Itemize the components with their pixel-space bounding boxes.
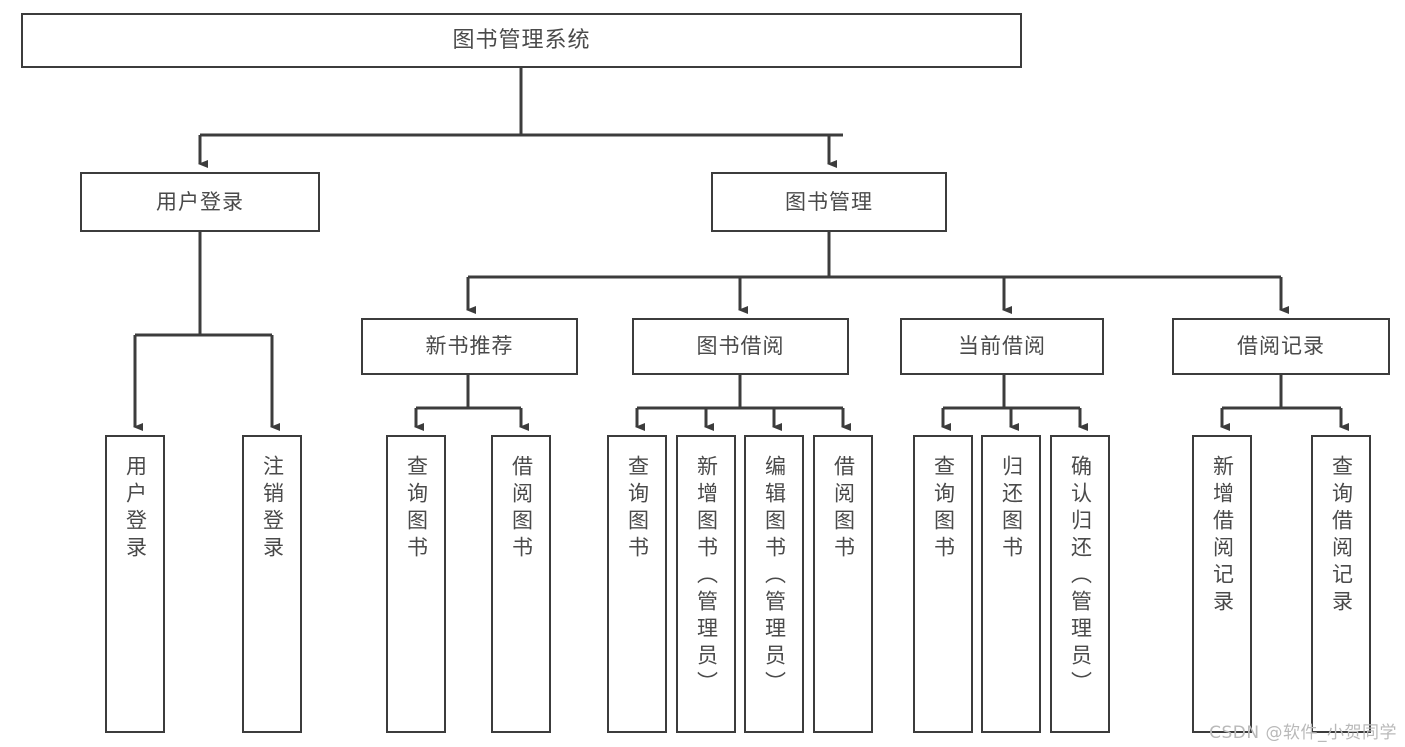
leaf-current-confirm-return-admin[interactable]: 确认归还（管理员） [1050,435,1110,733]
node-label: 确认归还（管理员） [1068,455,1093,698]
node-label: 查询图书 [625,455,650,563]
node-label: 查询图书 [931,455,956,563]
node-label: 借阅图书 [831,455,856,563]
node-book-borrow[interactable]: 图书借阅 [632,318,849,375]
node-label: 图书管理系统 [452,27,591,53]
node-label: 新增借阅记录 [1210,455,1235,617]
node-root-book-management-system[interactable]: 图书管理系统 [21,13,1022,68]
leaf-borrow-add-book-admin[interactable]: 新增图书（管理员） [676,435,736,733]
leaf-record-query-borrow-record[interactable]: 查询借阅记录 [1311,435,1371,733]
leaf-borrow-query-book[interactable]: 查询图书 [607,435,667,733]
node-label: 当前借阅 [958,334,1046,359]
node-book-management[interactable]: 图书管理 [711,172,947,232]
node-label: 编辑图书（管理员） [762,455,787,698]
node-current-borrow[interactable]: 当前借阅 [900,318,1104,375]
node-new-book-recommend[interactable]: 新书推荐 [361,318,578,375]
node-label: 查询图书 [404,455,429,563]
node-label: 用户登录 [123,455,148,563]
node-label: 归还图书 [999,455,1024,563]
leaf-new-book-borrow-book[interactable]: 借阅图书 [491,435,551,733]
node-label: 新增图书（管理员） [694,455,719,698]
leaf-new-book-query-book[interactable]: 查询图书 [386,435,446,733]
leaf-current-return-book[interactable]: 归还图书 [981,435,1041,733]
leaf-record-add-borrow-record[interactable]: 新增借阅记录 [1192,435,1252,733]
node-label: 查询借阅记录 [1329,455,1354,617]
node-label: 借阅记录 [1237,334,1325,359]
node-label: 图书管理 [785,189,873,214]
node-label: 新书推荐 [425,334,514,359]
leaf-current-query-book[interactable]: 查询图书 [913,435,973,733]
watermark: CSDN @软件_小贺同学 [1209,723,1397,743]
leaf-borrow-borrow-book[interactable]: 借阅图书 [813,435,873,733]
node-label: 借阅图书 [509,455,534,563]
leaf-logout[interactable]: 注销登录 [242,435,302,733]
node-label: 注销登录 [260,455,285,563]
node-label: 用户登录 [156,189,244,214]
node-user-login[interactable]: 用户登录 [80,172,320,232]
node-borrow-record[interactable]: 借阅记录 [1172,318,1390,375]
leaf-borrow-edit-book-admin[interactable]: 编辑图书（管理员） [744,435,804,733]
leaf-user-login[interactable]: 用户登录 [105,435,165,733]
node-label: 图书借阅 [696,334,785,359]
